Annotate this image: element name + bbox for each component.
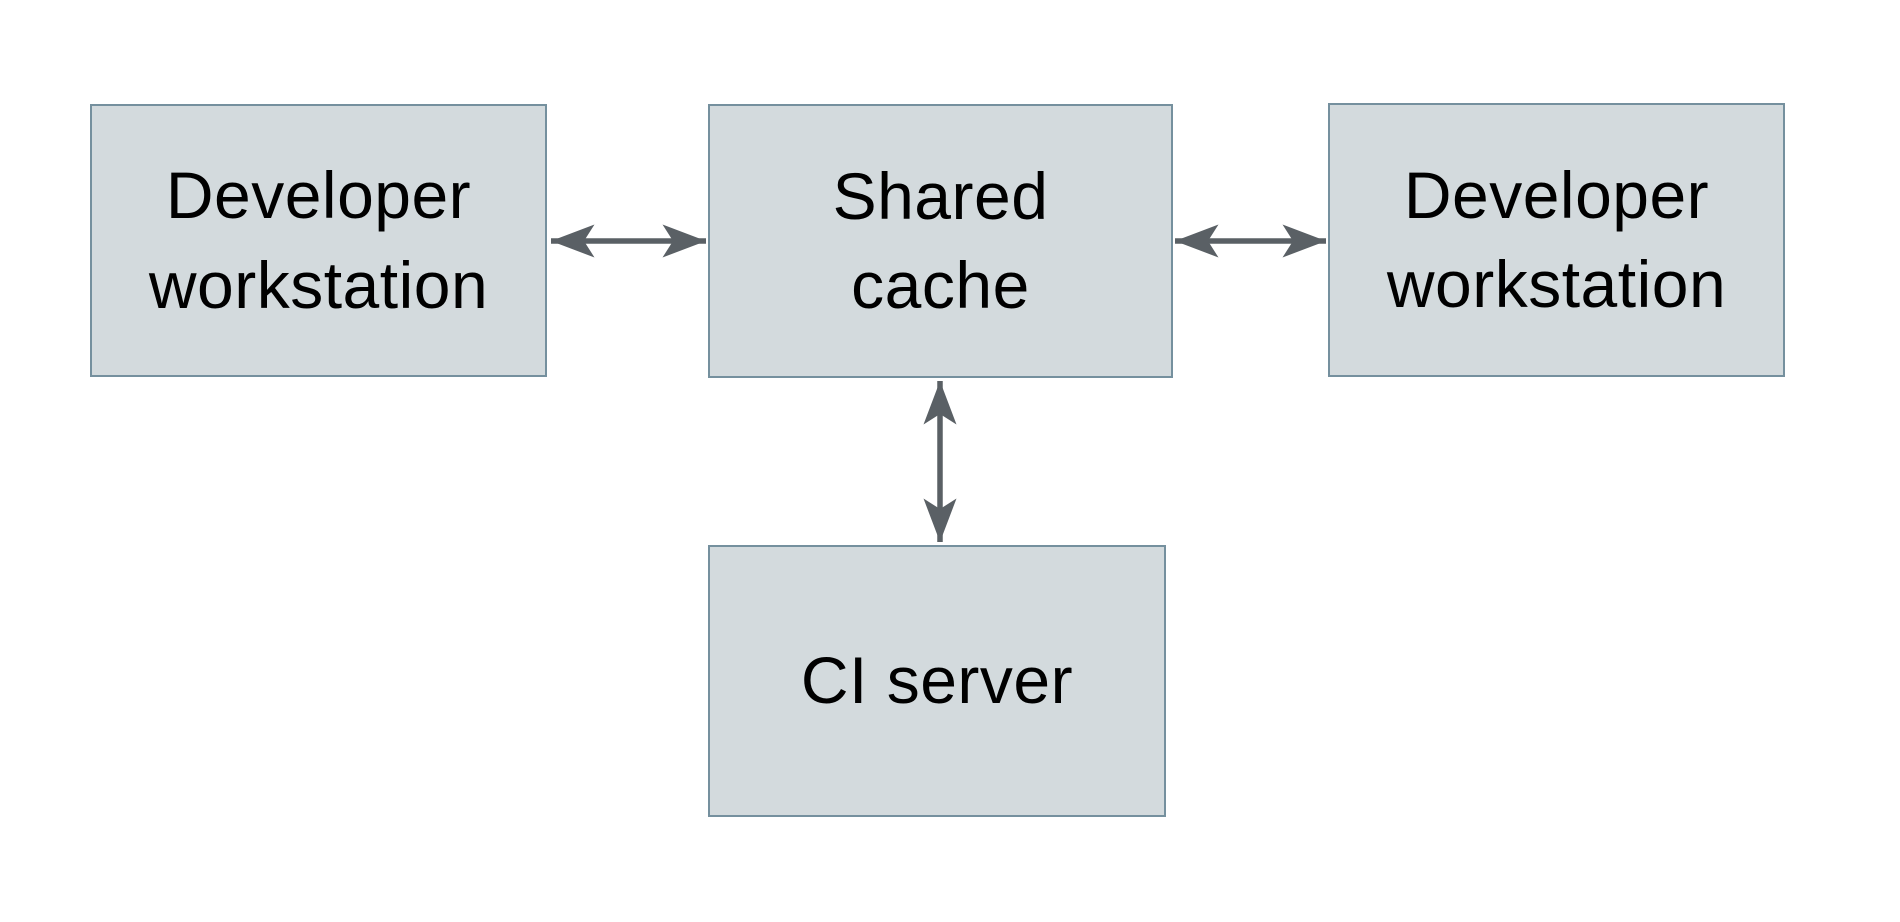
node-shared-cache-label: Shared cache (832, 158, 1049, 322)
node-ci-server-label: CI server (800, 643, 1074, 718)
node-shared-cache: Shared cache (708, 104, 1173, 378)
node-developer-workstation-left: Developer workstation (90, 104, 547, 377)
node-developer-workstation-right: Developer workstation (1328, 103, 1785, 377)
node-developer-workstation-left-label: Developer workstation (148, 158, 489, 322)
node-developer-workstation-right-label: Developer workstation (1386, 157, 1727, 321)
node-ci-server: CI server (708, 545, 1166, 817)
